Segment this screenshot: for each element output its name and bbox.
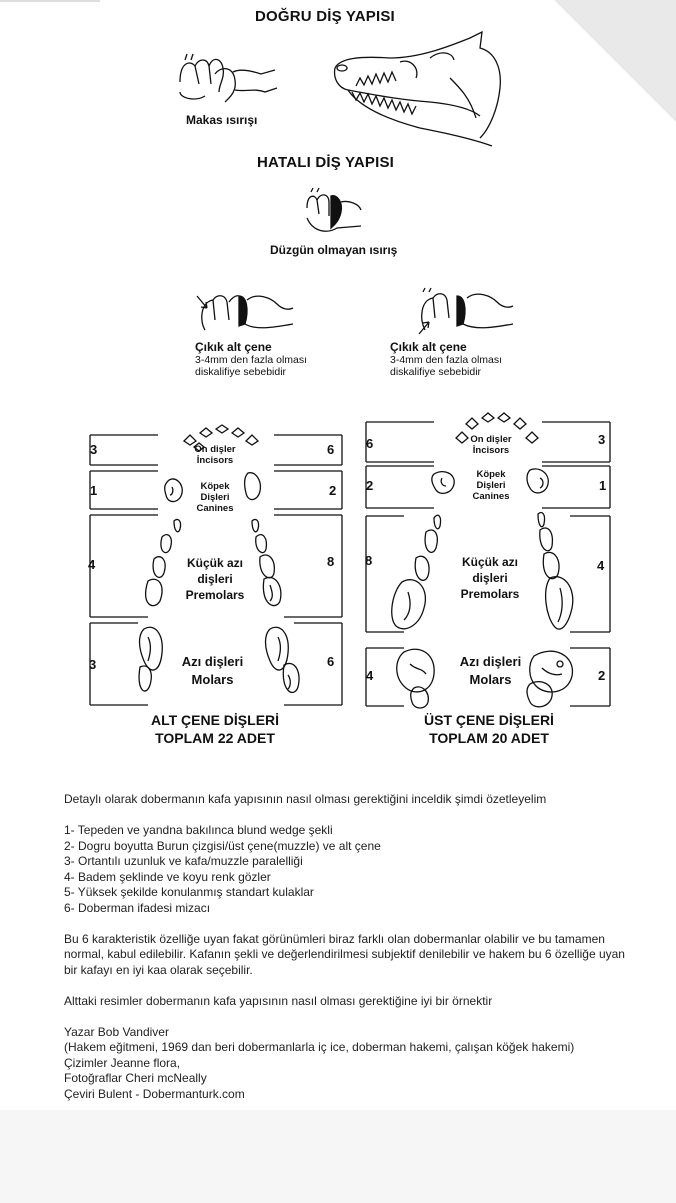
upper-count-incisors-left: 6 xyxy=(366,436,374,451)
lower-count-canines-left: 1 xyxy=(90,483,98,498)
lower-count-premolars-right: 8 xyxy=(327,554,335,569)
article-paragraph-1: Bu 6 karakteristik özelliğe uyan fakat g… xyxy=(64,932,674,979)
paragraph-line: bir kafayı en iyi kaa olarak seçebilir. xyxy=(64,962,253,977)
underbite-right-text: Çıkık alt çene 3-4mm den fazla olması di… xyxy=(390,340,502,378)
heading-faulty: HATALI DİŞ YAPISI xyxy=(257,154,395,171)
article-intro: Detaylı olarak dobermanın kafa yapısının… xyxy=(64,792,547,806)
lower-count-premolars-left: 4 xyxy=(88,557,96,572)
list-item: 4- Badem şeklinde ve koyu renk gözler xyxy=(64,869,271,884)
heading-correct: DOĞRU DİŞ YAPISI xyxy=(255,8,395,25)
lower-jaw-total: ALT ÇENE DİŞLERİ TOPLAM 22 ADET xyxy=(130,711,300,747)
credit-line: Yazar Bob Vandiver xyxy=(64,1024,169,1039)
upper-count-molars-right: 2 xyxy=(598,668,606,683)
caption-scissor-bite: Makas ısırışı xyxy=(186,113,258,127)
scissor-bite-illustration xyxy=(179,53,278,103)
underbite-right-line1: 3-4mm den fazla olması xyxy=(390,354,503,366)
upper-count-premolars-right: 4 xyxy=(597,558,605,573)
article-credits: Yazar Bob Vandiver (Hakem eğitmeni, 1969… xyxy=(64,1025,674,1103)
list-item: 1- Tepeden ve yandna bakılınca blund wed… xyxy=(64,823,333,837)
underbite-right-title: Çıkık alt çene xyxy=(390,340,467,354)
upper-jaw-total: ÜST ÇENE DİŞLERİ TOPLAM 20 ADET xyxy=(404,711,574,747)
paragraph-line: Bu 6 karakteristik özelliğe uyan fakat g… xyxy=(64,931,605,946)
underbite-left-line2: diskalifiye sebebidir xyxy=(195,366,287,378)
credit-line: Çizimler Jeanne flora, xyxy=(64,1055,181,1070)
lower-label-incisors: On dişler İncisors xyxy=(194,444,236,466)
footer-area xyxy=(0,1110,676,1203)
paragraph-line: normal, kabul edilebilir. Kafanın şekli … xyxy=(64,947,625,961)
lower-count-molars-right: 6 xyxy=(327,654,335,669)
top-line xyxy=(0,0,100,2)
upper-count-canines-right: 1 xyxy=(599,478,607,493)
upper-label-incisors: On dişler İncisors xyxy=(470,434,512,456)
upper-count-molars-left: 4 xyxy=(366,668,374,683)
lower-jaw-diagram xyxy=(89,424,343,706)
upper-count-canines-left: 2 xyxy=(366,478,374,493)
upper-count-incisors-right: 3 xyxy=(598,432,606,447)
underbite-left-line1: 3-4mm den fazla olması xyxy=(195,354,308,366)
upper-jaw-total-line1: ÜST ÇENE DİŞLERİ xyxy=(424,712,554,728)
credit-line: Fotoğraflar Cheri mcNeally xyxy=(64,1071,207,1085)
lower-count-incisors-left: 3 xyxy=(90,442,98,457)
underbite-left-text: Çıkık alt çene 3-4mm den fazla olması di… xyxy=(195,340,307,378)
uneven-bite-illustration xyxy=(306,187,362,232)
article-body: Detaylı olarak dobermanın kafa yapısının… xyxy=(64,792,674,1118)
lower-jaw-total-line1: ALT ÇENE DİŞLERİ xyxy=(150,712,280,728)
lower-jaw-total-line2: TOPLAM 22 ADET xyxy=(155,730,275,746)
dog-head-illustration xyxy=(333,30,501,147)
lower-label-premolars: Küçük azı dişleri Premolars xyxy=(185,556,245,602)
upper-label-molars: Azı dişleri Molars xyxy=(459,654,522,687)
upper-jaw-total-line2: TOPLAM 20 ADET xyxy=(429,730,549,746)
credit-line: (Hakem eğitmeni, 1969 dan beri dobermanl… xyxy=(64,1040,575,1054)
caption-uneven-bite: Düzgün olmayan ısırış xyxy=(270,243,398,257)
lower-count-incisors-right: 6 xyxy=(327,442,335,457)
underbite-left-title: Çıkık alt çene xyxy=(195,340,272,354)
upper-label-premolars: Küçük azı dişleri Premolars xyxy=(460,555,520,601)
upper-jaw-diagram xyxy=(365,412,611,709)
list-item: 6- Doberman ifadesi mizacı xyxy=(64,900,211,915)
underbite-right-illustration xyxy=(418,287,514,335)
lower-count-canines-right: 2 xyxy=(329,483,337,498)
credit-line: Çeviri Bulent - Dobermanturk.com xyxy=(64,1086,245,1101)
list-item: 2- Dogru boyutta Burun çizgisi/üst çene(… xyxy=(64,838,381,853)
lower-label-molars: Azı dişleri Molars xyxy=(181,654,244,687)
underbite-right-line2: diskalifiye sebebidir xyxy=(390,366,482,378)
upper-count-premolars-left: 8 xyxy=(365,553,373,568)
lower-count-molars-left: 3 xyxy=(89,657,97,672)
list-item: 5- Yüksek şekilde konulanmış standart ku… xyxy=(64,885,314,899)
article-paragraph-2: Alttaki resimler dobermanın kafa yapısın… xyxy=(64,993,493,1008)
underbite-left-illustration xyxy=(196,295,294,331)
upper-label-canines: Köpek Dişleri Canines xyxy=(472,469,510,502)
page-corner-fold xyxy=(554,0,676,122)
list-item: 3- Ortantılı uzunluk ve kafa/muzzle para… xyxy=(64,854,303,868)
lower-label-canines: Köpek Dişleri Canines xyxy=(196,481,234,514)
article-list: 1- Tepeden ve yandna bakılınca blund wed… xyxy=(64,823,674,916)
